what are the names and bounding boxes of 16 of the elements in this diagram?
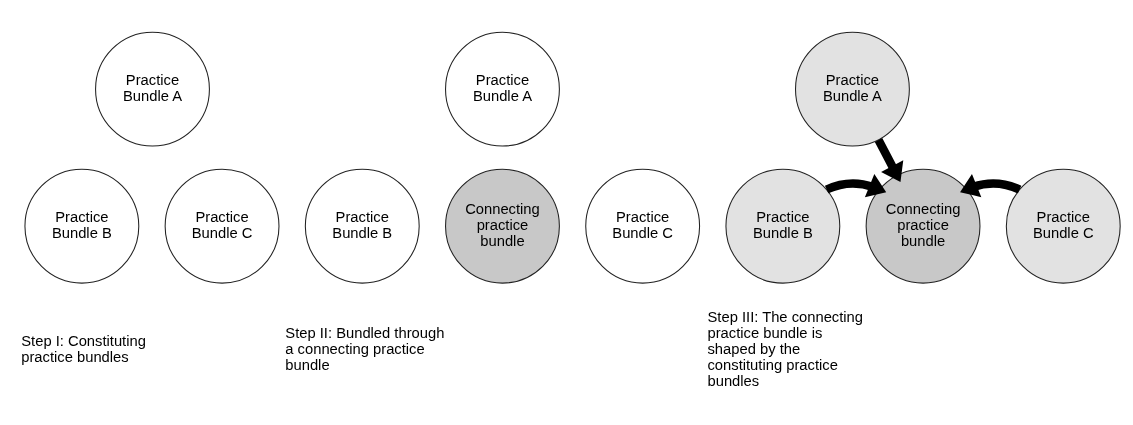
node-circle: Practice Bundle C: [1005, 168, 1121, 284]
label: Step III: The connecting practice bundle is shaped by the constituting practice bundles: [707, 308, 864, 389]
arrow: [825, 173, 887, 197]
node-circle: Practice Bundle A: [95, 31, 210, 147]
node-circle: Practice Bundle C: [164, 168, 280, 284]
arrow: [874, 137, 904, 182]
label: Step I: Constituting practice bundles: [21, 332, 146, 365]
node-circle: Practice Bundle B: [304, 168, 420, 284]
label: Step II: Bundled through a connecting practice bundle: [285, 324, 445, 373]
node-circle: Practice Bundle A: [445, 31, 560, 147]
arrow: [960, 173, 1022, 197]
node-circle: Practice Bundle B: [725, 168, 841, 284]
node-circle: Connecting practice bundle: [445, 168, 560, 284]
node-circle: Practice Bundle B: [24, 168, 140, 284]
node-circle: Practice Bundle C: [585, 168, 701, 284]
node-circle: Practice Bundle A: [795, 31, 910, 147]
